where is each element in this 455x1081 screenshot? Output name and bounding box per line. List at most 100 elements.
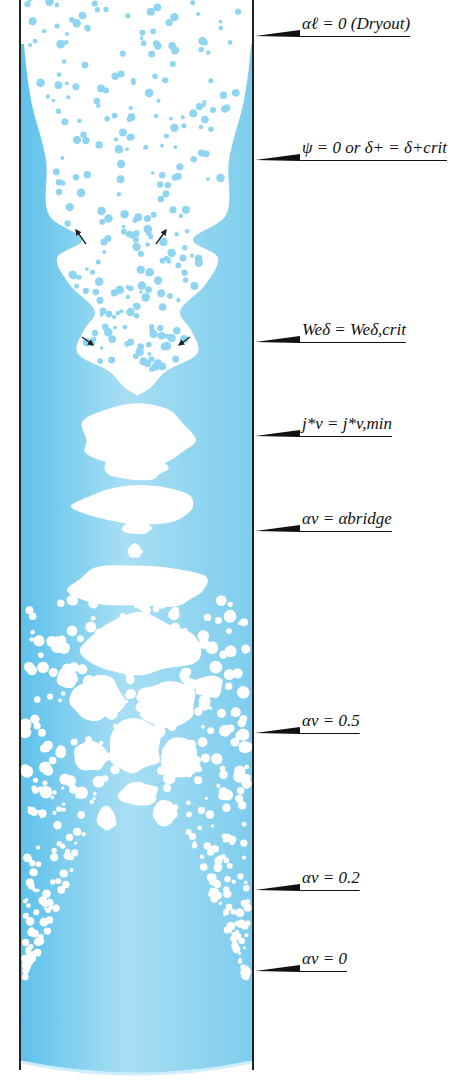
liquid-droplet — [149, 367, 154, 372]
liquid-droplet — [151, 212, 157, 218]
vapour-bubble — [33, 909, 39, 915]
vapour-bubble — [153, 725, 166, 738]
condition-label: j*v = j*v,min — [302, 414, 392, 434]
vapour-bubble — [172, 638, 180, 646]
vapour-bubble — [49, 668, 58, 677]
vapour-bubble — [51, 848, 56, 853]
liquid-droplet — [56, 189, 62, 195]
vapour-bubble — [169, 697, 178, 706]
liquid-droplet — [157, 99, 161, 103]
vapour-bubble — [244, 764, 249, 769]
vapour-bubble — [126, 675, 135, 684]
vapour-bubble — [29, 868, 37, 876]
liquid-droplet — [170, 123, 179, 132]
vapour-bubble — [88, 598, 98, 608]
vapour-bubble — [30, 630, 34, 634]
vapour-bubble — [74, 841, 77, 844]
vapour-bubble — [50, 796, 54, 800]
vapour-bubble — [223, 886, 229, 892]
vapour-bubble — [209, 661, 222, 674]
liquid-droplet — [181, 115, 185, 119]
liquid-droplet — [132, 243, 140, 251]
vapour-bubble — [167, 722, 176, 731]
liquid-droplet — [57, 72, 62, 77]
vapour-bubble — [233, 770, 246, 783]
vapour-bubble — [22, 974, 29, 981]
vapour-bubble — [193, 841, 197, 845]
vapour-bubble — [148, 630, 157, 639]
vapour-bubble — [174, 662, 177, 665]
liquid-droplet — [180, 254, 187, 261]
liquid-droplet — [173, 327, 180, 334]
liquid-droplet — [117, 175, 125, 183]
liquid-droplet — [176, 298, 180, 302]
liquid-droplet — [80, 132, 86, 138]
vapour-bubble — [135, 631, 139, 635]
vapour-bubble — [49, 757, 57, 765]
liquid-droplet — [55, 81, 63, 89]
liquid-droplet — [126, 308, 135, 317]
dryout-region — [21, 0, 252, 44]
liquid-droplet — [125, 13, 130, 18]
liquid-droplet — [181, 123, 186, 128]
vapour-slug — [69, 675, 125, 721]
vapour-bubble — [245, 899, 250, 904]
vapour-slug — [67, 565, 208, 607]
vapour-bubble — [157, 767, 166, 776]
liquid-droplet — [171, 46, 179, 54]
vapour-bubble — [171, 607, 179, 615]
vapour-bubble — [225, 682, 232, 689]
liquid-droplet — [69, 17, 75, 23]
vapour-bubble — [143, 603, 150, 610]
vapour-bubble — [119, 738, 132, 751]
liquid-droplet — [29, 17, 37, 25]
vapour-bubble — [66, 834, 73, 841]
liquid-droplet — [140, 36, 144, 40]
vapour-bubble — [237, 729, 249, 741]
liquid-droplet — [103, 7, 108, 12]
liquid-droplet — [100, 346, 104, 350]
liquid-droplet — [56, 40, 65, 49]
liquid-droplet — [182, 245, 187, 250]
vapour-bubble — [231, 909, 237, 915]
liquid-droplet — [114, 137, 118, 141]
pointer-wedge — [255, 430, 300, 437]
liquid-droplet — [118, 70, 125, 77]
vapour-bubble — [29, 944, 34, 949]
liquid-droplet — [172, 174, 179, 181]
vapour-bubble — [226, 904, 233, 911]
liquid-droplet — [52, 99, 56, 103]
vapour-bubble — [163, 772, 175, 784]
vapour-bubble — [215, 617, 222, 624]
liquid-droplet — [170, 61, 176, 67]
vapour-bubble — [217, 598, 223, 604]
liquid-droplet — [158, 196, 165, 203]
liquid-droplet — [117, 192, 121, 196]
vapour-bubble — [65, 775, 76, 786]
vapour-bubble — [136, 651, 139, 654]
vapour-bubble — [184, 771, 187, 774]
vapour-bubble — [105, 708, 117, 720]
vapour-bubble — [136, 638, 147, 649]
vapour-bubble — [193, 756, 201, 764]
vapour-bubble — [187, 740, 196, 749]
vapour-bubble — [29, 637, 33, 641]
liquid-droplet — [159, 238, 167, 246]
liquid-droplet — [149, 328, 155, 334]
vapour-bubble — [126, 723, 130, 727]
vapour-bubble — [238, 937, 245, 944]
vapour-bubble — [244, 881, 248, 885]
vapour-bubble — [77, 664, 87, 674]
vapour-bubble — [25, 949, 31, 955]
vapour-bubble — [23, 899, 27, 903]
liquid-droplet — [176, 163, 183, 170]
vapour-bubble — [47, 899, 53, 905]
vapour-bubble — [66, 595, 75, 604]
pointer-line — [300, 436, 392, 437]
vapour-bubble — [240, 964, 246, 970]
liquid-droplet — [145, 89, 154, 98]
vapour-slug — [118, 782, 158, 806]
vapour-bubble — [211, 824, 214, 827]
liquid-droplet — [104, 214, 112, 222]
liquid-droplet — [79, 12, 87, 20]
